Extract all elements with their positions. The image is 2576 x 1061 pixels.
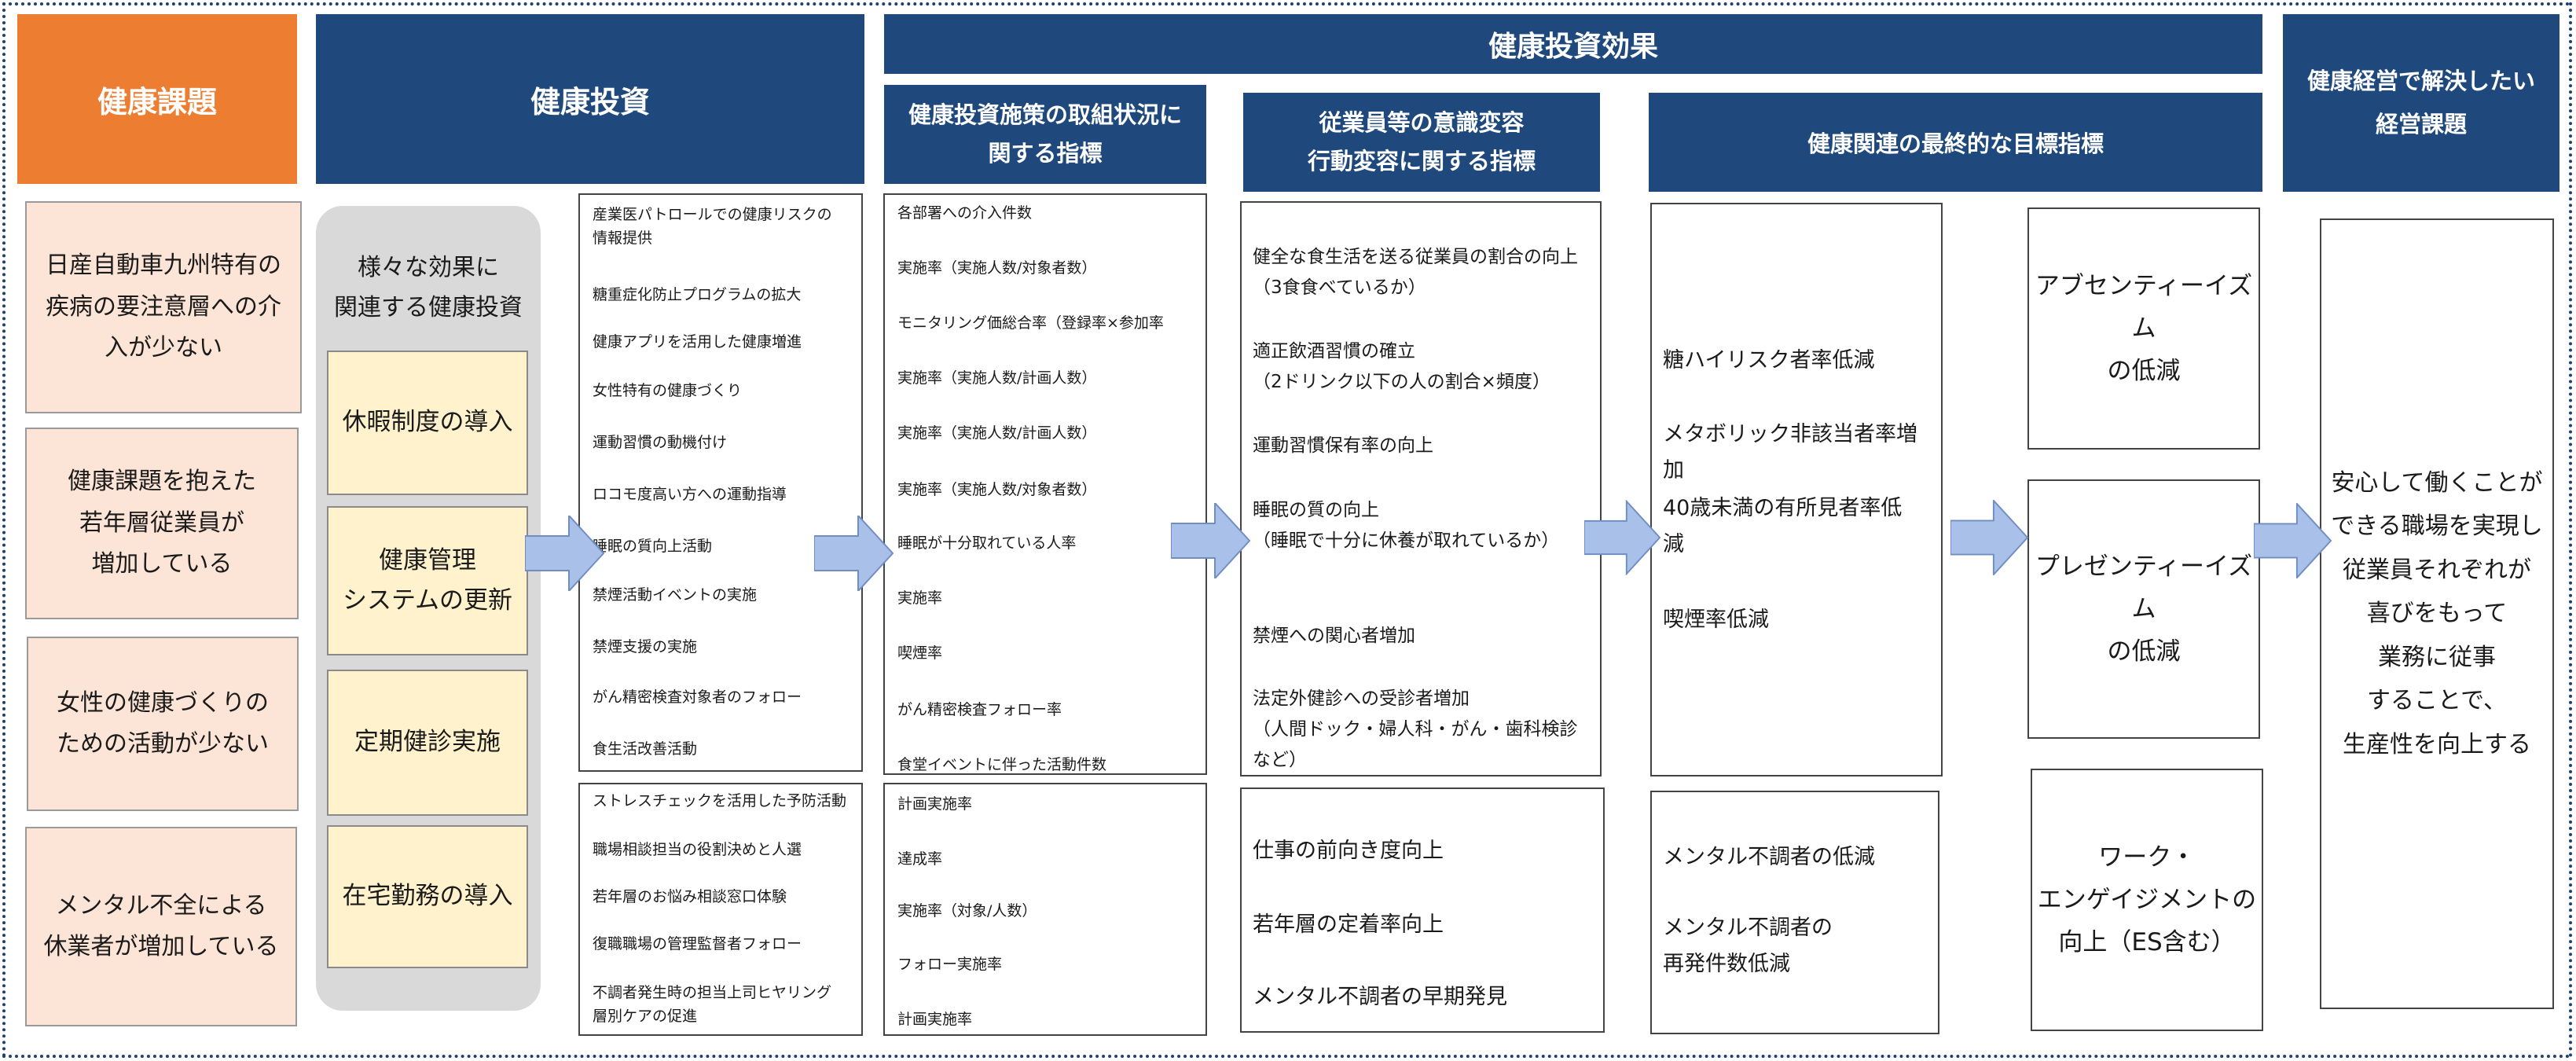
indicator-item: 実施率（実施人数/計画人数） [897,369,1097,387]
awareness-upper-box: 健全な食生活を送る従業員の割合の向上 （3食食べているか） 適正飲酒習慣の確立 … [1240,201,1602,776]
measure-item: 不調者発生時の担当上司ヒヤリング 層別ケアの促進 [593,984,832,1026]
measure-item: 睡眠の質向上活動 [593,538,713,555]
final-indicator-item: 喫煙率低減 [1663,608,1769,632]
awareness-item: 若年層の定着率向上 [1253,912,1444,937]
management-goal-box: 安心して働くことが できる職場を実現し 従業員それぞれが 喜びをもって 業務に従… [2320,218,2554,1009]
header-issues: 健康課題 [17,14,297,184]
final-indicator-item: メンタル不調者の 再発件数低減 [1663,916,1833,976]
indicator-item: 実施率（実施人数/対象者数） [897,481,1097,498]
measure-item: 職場相談担当の役割決めと人選 [593,841,802,858]
outcome-engagement: ワーク・ エンゲイジメントの 向上（ES含む） [2031,769,2263,1031]
measure-item: 女性特有の健康づくり [593,382,743,399]
arrow-icon [1171,503,1251,578]
measure-item: 健康アプリを活用した健康増進 [593,333,802,351]
measure-item: 産業医パトロールでの健康リスクの 情報提供 [593,206,832,248]
issue-box-1: 日産自動車九州特有の 疾病の要注意層への介 入が少ない [25,201,302,413]
indicator-item: 実施率（実施人数/対象者数） [897,259,1097,277]
header-investment: 健康投資 [316,14,864,184]
measures-upper-box: 産業医パトロールでの健康リスクの 情報提供 糖重症化防止プログラムの拡大 健康ア… [578,193,863,772]
measure-item: ストレスチェックを活用した予防活動 [593,792,847,810]
awareness-item: メンタル不調者の早期発見 [1253,985,1507,1009]
indicator-item: 実施率（対象/人数） [897,902,1037,920]
indicator-item: がん精密検査フォロー率 [897,701,1062,718]
outcome-absenteeism: アブセンティーイズム の低減 [2027,207,2260,450]
indicator-item: 実施率 [897,589,943,607]
awareness-item: 健全な食生活を送る従業員の割合の向上 （3食食べているか） [1253,247,1578,299]
arrow-icon [1950,500,2029,575]
indicators-lower-box: 計画実施率 達成率 実施率（対象/人数） フォロー実施率 計画実施率 [883,783,1207,1036]
indicator-item: 各部署への介入件数 [897,204,1033,222]
measures-lower-box: ストレスチェックを活用した予防活動 職場相談担当の役割決めと人選 若年層のお悩み… [578,783,863,1036]
header-effect-measures: 健康投資施策の取組状況に 関する指標 [884,85,1206,184]
investment-item-2: 健康管理 システムの更新 [327,506,528,655]
awareness-item: 仕事の前向き度向上 [1253,839,1444,863]
awareness-item: 睡眠の質の向上 （睡眠で十分に休養が取れているか） [1253,500,1560,552]
final-lower-box: メンタル不調者の低減 メンタル不調者の 再発件数低減 [1650,791,1939,1034]
indicator-item: 計画実施率 [897,795,973,813]
final-indicator-item: メタボリック非該当者率増加 [1663,422,1917,483]
indicator-item: 計画実施率 [897,1011,973,1028]
awareness-item: 禁煙への関心者増加 [1253,626,1415,646]
measure-item: 運動習慣の動機付け [593,434,728,451]
arrow-icon [2254,503,2332,578]
indicator-item: モニタリング価総合率（登録率×参加率 [897,314,1164,332]
measure-item: 糖重症化防止プログラムの拡大 [593,286,802,303]
measure-item: 食生活改善活動 [593,740,698,758]
indicators-upper-box: 各部署への介入件数 実施率（実施人数/対象者数） モニタリング価総合率（登録率×… [883,193,1207,775]
investment-item-3: 定期健診実施 [327,670,528,816]
indicator-item: 睡眠が十分取れている人率 [897,534,1077,552]
issue-box-4: メンタル不全による 休業者が増加している [25,827,297,1026]
indicator-item: 喫煙率 [897,644,943,662]
indicator-item: 達成率 [897,850,943,868]
header-effect-final: 健康関連の最終的な目標指標 [1649,93,2262,192]
investment-item-4: 在宅勤務の導入 [327,825,528,968]
awareness-item: 法定外健診への受診者増加 （人間ドック・婦人科・がん・歯科検診など） [1253,688,1578,771]
investment-item-1: 休暇制度の導入 [327,351,528,495]
investment-group-label: 様々な効果に 関連する健康投資 [334,254,523,321]
arrow-icon [525,516,605,591]
indicator-item: フォロー実施率 [897,956,1003,973]
arrow-icon [1584,500,1661,575]
arrow-icon [814,516,894,591]
final-indicator-item: メンタル不調者の低減 [1663,845,1875,869]
final-indicator-item: 糖ハイリスク者率低減 [1663,348,1875,373]
indicator-item: 食堂イベントに伴った活動件数 [897,756,1107,773]
final-upper-box: 糖ハイリスク者率低減 メタボリック非該当者率増加 40歳未満の有所見者率低 減 … [1650,203,1943,776]
outcome-presenteeism: プレゼンティーイズム の低減 [2027,479,2260,739]
awareness-item: 運動習慣保有率の向上 [1253,435,1433,456]
issue-box-2: 健康課題を抱えた 若年層従業員が 増加している [25,428,299,619]
measure-item: ロコモ度高い方への運動指導 [593,486,787,503]
measure-item: 若年層のお悩み相談窓口体験 [593,888,787,905]
issue-box-3: 女性の健康づくりの ための活動が少ない [27,637,299,811]
awareness-item: 適正飲酒習慣の確立 （2ドリンク以下の人の割合×頻度） [1253,341,1550,393]
indicator-item: 実施率（実施人数/計画人数） [897,424,1097,442]
measure-item: 禁煙活動イベントの実施 [593,586,758,604]
header-effect: 健康投資効果 [884,14,2262,74]
measure-item: がん精密検査対象者のフォロー [593,688,802,706]
final-indicator-item: 40歳未満の有所見者率低 減 [1663,496,1903,556]
measure-item: 復職職場の管理監督者フォロー [593,935,802,953]
header-effect-awareness: 従業員等の意識変容 行動変容に関する指標 [1243,93,1600,192]
awareness-lower-box: 仕事の前向き度向上 若年層の定着率向上 メンタル不調者の早期発見 [1240,787,1605,1033]
measure-item: 禁煙支援の実施 [593,638,698,655]
header-management: 健康経営で解決したい 経営課題 [2283,14,2559,192]
